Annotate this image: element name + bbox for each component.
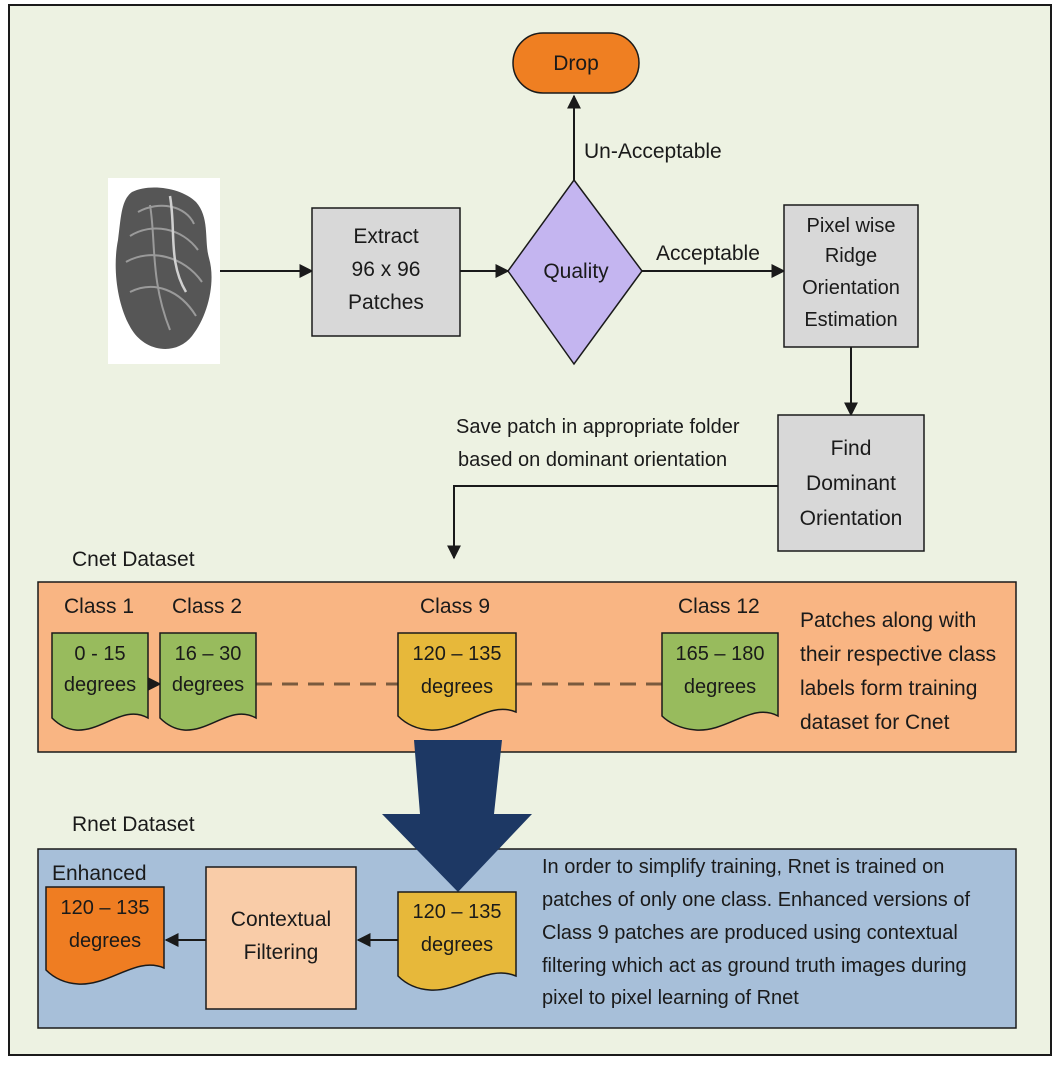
- acceptable-label: Acceptable: [656, 242, 760, 265]
- quality-decision-diamond: Quality: [507, 178, 643, 366]
- pixelwise-line-2: Ridge: [825, 245, 877, 267]
- enhanced-document: 120 – 135 degrees: [45, 886, 165, 985]
- save-note-line-1: Save patch in appropriate folder: [456, 416, 740, 438]
- dominant-line-1: Find: [831, 437, 872, 460]
- extract-line-3: Patches: [348, 291, 424, 314]
- rnet-input-range: 120 – 135: [413, 901, 502, 923]
- rnet-note-line-2: patches of only one class. Enhanced vers…: [542, 889, 970, 911]
- class-9-range: 120 – 135: [413, 643, 502, 665]
- dominant-line-2: Dominant: [806, 472, 896, 495]
- fingerprint-image: [108, 178, 220, 364]
- drop-terminal: Drop: [512, 32, 640, 94]
- rnet-note-line-3: Class 9 patches are produced using conte…: [542, 922, 958, 944]
- filter-line-1: Contextual: [231, 908, 331, 931]
- filter-line-2: Filtering: [244, 941, 319, 964]
- class-1-range: 0 - 15: [74, 643, 125, 665]
- class-1-label: Class 1: [64, 595, 134, 618]
- class-1-document: 0 - 15 degrees: [51, 632, 149, 731]
- unacceptable-label: Un-Acceptable: [584, 140, 722, 163]
- dominant-line-3: Orientation: [800, 507, 903, 530]
- enhanced-unit: degrees: [69, 930, 141, 952]
- enhanced-range: 120 – 135: [61, 897, 150, 919]
- class-2-label: Class 2: [172, 595, 242, 618]
- class-9-label: Class 9: [420, 595, 490, 618]
- class-9-unit: degrees: [421, 676, 493, 698]
- cnet-dataset-title: Cnet Dataset: [72, 548, 195, 571]
- class-2-document: 16 – 30 degrees: [159, 632, 257, 731]
- class-12-range: 165 – 180: [676, 643, 765, 665]
- rnet-dataset-title: Rnet Dataset: [72, 813, 195, 836]
- rnet-input-document: 120 – 135 degrees: [397, 891, 517, 991]
- cnet-note-line-4: dataset for Cnet: [800, 711, 950, 734]
- rnet-dataset-panel: [37, 848, 1017, 1029]
- save-note-line-2: based on dominant orientation: [458, 449, 727, 471]
- find-dominant-orientation-box: Find Dominant Orientation: [777, 414, 925, 552]
- cnet-note-line-2: their respective class: [800, 643, 996, 666]
- rnet-note-line-1: In order to simplify training, Rnet is t…: [542, 856, 944, 878]
- drop-label: Drop: [553, 52, 599, 75]
- rnet-note-line-5: pixel to pixel learning of Rnet: [542, 987, 799, 1009]
- rnet-note-line-4: filtering which act as ground truth imag…: [542, 955, 967, 977]
- class-9-document: 120 – 135 degrees: [397, 632, 517, 731]
- pixelwise-line-3: Orientation: [802, 277, 900, 299]
- extract-patches-box: Extract 96 x 96 Patches: [311, 207, 461, 337]
- class-12-label: Class 12: [678, 595, 760, 618]
- enhanced-label: Enhanced: [52, 862, 147, 885]
- pixelwise-line-4: Estimation: [804, 309, 897, 331]
- arrow-dominant-to-cnet: [447, 485, 778, 560]
- class-12-unit: degrees: [684, 676, 756, 698]
- class-2-unit: degrees: [172, 674, 244, 696]
- big-flow-arrow: [382, 740, 532, 892]
- class-2-range: 16 – 30: [175, 643, 242, 665]
- pixelwise-orientation-box: Pixel wise Ridge Orientation Estimation: [783, 204, 919, 348]
- extract-line-1: Extract: [353, 225, 419, 248]
- extract-line-2: 96 x 96: [352, 258, 421, 281]
- class-1-unit: degrees: [64, 674, 136, 696]
- contextual-filtering-box: Contextual Filtering: [205, 866, 357, 1010]
- class-12-document: 165 – 180 degrees: [661, 632, 779, 731]
- cnet-note-line-1: Patches along with: [800, 609, 976, 632]
- rnet-input-unit: degrees: [421, 934, 493, 956]
- pixelwise-line-1: Pixel wise: [807, 215, 896, 237]
- cnet-note-line-3: labels form training: [800, 677, 977, 700]
- quality-label: Quality: [543, 260, 609, 283]
